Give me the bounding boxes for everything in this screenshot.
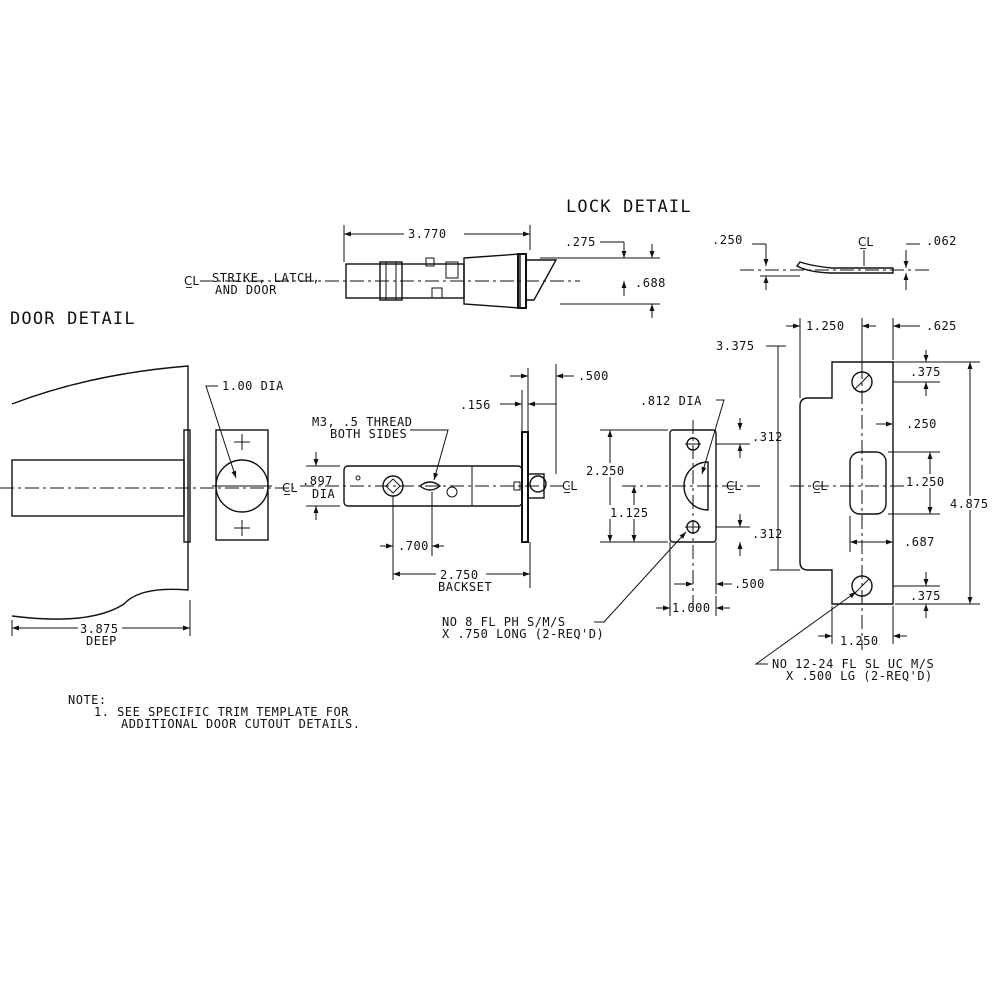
thread-label-line2: BOTH SIDES (330, 427, 407, 441)
strike-centerline: C̲L (812, 479, 827, 493)
strike-box-width-dim: .687 (904, 535, 935, 549)
latch-face-width-dim: .500 (578, 369, 609, 383)
lock-detail-title: LOCK DETAIL (566, 197, 692, 217)
latch-centerline: C̲L (562, 479, 577, 493)
strike-total-height-dim: 4.875 (950, 497, 989, 511)
strike-profile-view: .250 .062 C̲L (712, 233, 957, 290)
centerline-symbol: C̲L (184, 274, 199, 288)
backset-dim: 2.750 (440, 568, 479, 582)
strike-hole-top-dim: .375 (910, 365, 941, 379)
faceplate-bore-dim: .812 DIA (640, 394, 702, 408)
faceplate-front-view: .812 DIA 2.250 1.125 .312 .312 C̲L .500 … (442, 394, 783, 641)
faceplate-screw-line2: X .750 LONG (2-REQ'D) (442, 627, 604, 641)
strike-lip-dim: .250 (906, 417, 937, 431)
faceplate-centerline: C̲L (726, 479, 741, 493)
faceplate-bottom-hole-dim: .312 (752, 527, 783, 541)
backset-label: BACKSET (438, 580, 492, 594)
latch-top-view: M3, .5 THREAD BOTH SIDES .156 .500 C̲L .… (300, 364, 609, 594)
door-bore-dim: 1.00 DIA (222, 379, 284, 393)
door-depth-dim: 3.875 (80, 622, 119, 636)
faceplate-half-width-dim: .500 (734, 577, 765, 591)
centerline-label-line1: STRIKE, LATCH, (212, 271, 320, 285)
note-heading: NOTE: (68, 693, 107, 707)
strike-overall-height-dim: 3.375 (716, 339, 755, 353)
strike-bottom-width-dim: 1.250 (840, 634, 879, 648)
door-centerline: C̲L (282, 481, 297, 495)
note-line2: ADDITIONAL DOOR CUTOUT DETAILS. (121, 717, 360, 731)
strike-box-height-dim: 1.250 (906, 475, 945, 489)
note-line1: 1. SEE SPECIFIC TRIM TEMPLATE FOR (94, 705, 349, 719)
lock-side-view: 3.770 .275 .688 C̲L STRIKE, LATCH, AND D… (184, 225, 666, 318)
strike-screw-line1: NO 12-24 FL SL UC M/S (772, 657, 934, 671)
latch-dia-label: DIA (312, 487, 335, 501)
strike-plate-front-view: C̲L 3.375 1.250 .625 .375 .250 1.250 (716, 318, 994, 683)
latch-face-offset-dim: .156 (460, 398, 491, 412)
faceplate-screw-line1: NO 8 FL PH S/M/S (442, 615, 566, 629)
door-depth-label: DEEP (86, 634, 117, 648)
lock-length-dim: 3.770 (408, 227, 447, 241)
lock-height-dim: .688 (635, 276, 666, 290)
strike-screw-line2: X .500 LG (2-REQ'D) (786, 669, 933, 683)
strike-profile-right-dim: .062 (926, 234, 957, 248)
faceplate-top-hole-dim: .312 (752, 430, 783, 444)
latch-dia-dim: .897 (302, 474, 333, 488)
note-block: NOTE: 1. SEE SPECIFIC TRIM TEMPLATE FOR … (68, 693, 360, 731)
strike-top-offset-dim: .625 (926, 319, 957, 333)
door-detail-title: DOOR DETAIL (10, 309, 136, 329)
faceplate-height-dim: 2.250 (586, 464, 625, 478)
centerline-label-line2: AND DOOR (215, 283, 277, 297)
thread-label-line1: M3, .5 THREAD (312, 415, 412, 429)
faceplate-width-dim: 1.000 (672, 601, 711, 615)
strike-profile-left-dim: .250 (712, 233, 743, 247)
lock-offset-dim: .275 (565, 235, 596, 249)
strike-profile-centerline: C̲L (858, 235, 873, 249)
strike-top-width-dim: 1.250 (806, 319, 845, 333)
faceplate-half-height-dim: 1.125 (610, 506, 649, 520)
strike-hole-bottom-dim: .375 (910, 589, 941, 603)
door-section-view: 1.00 DIA C̲L 3.875 DEEP (0, 365, 297, 648)
latch-hole-offset-dim: .700 (398, 539, 429, 553)
